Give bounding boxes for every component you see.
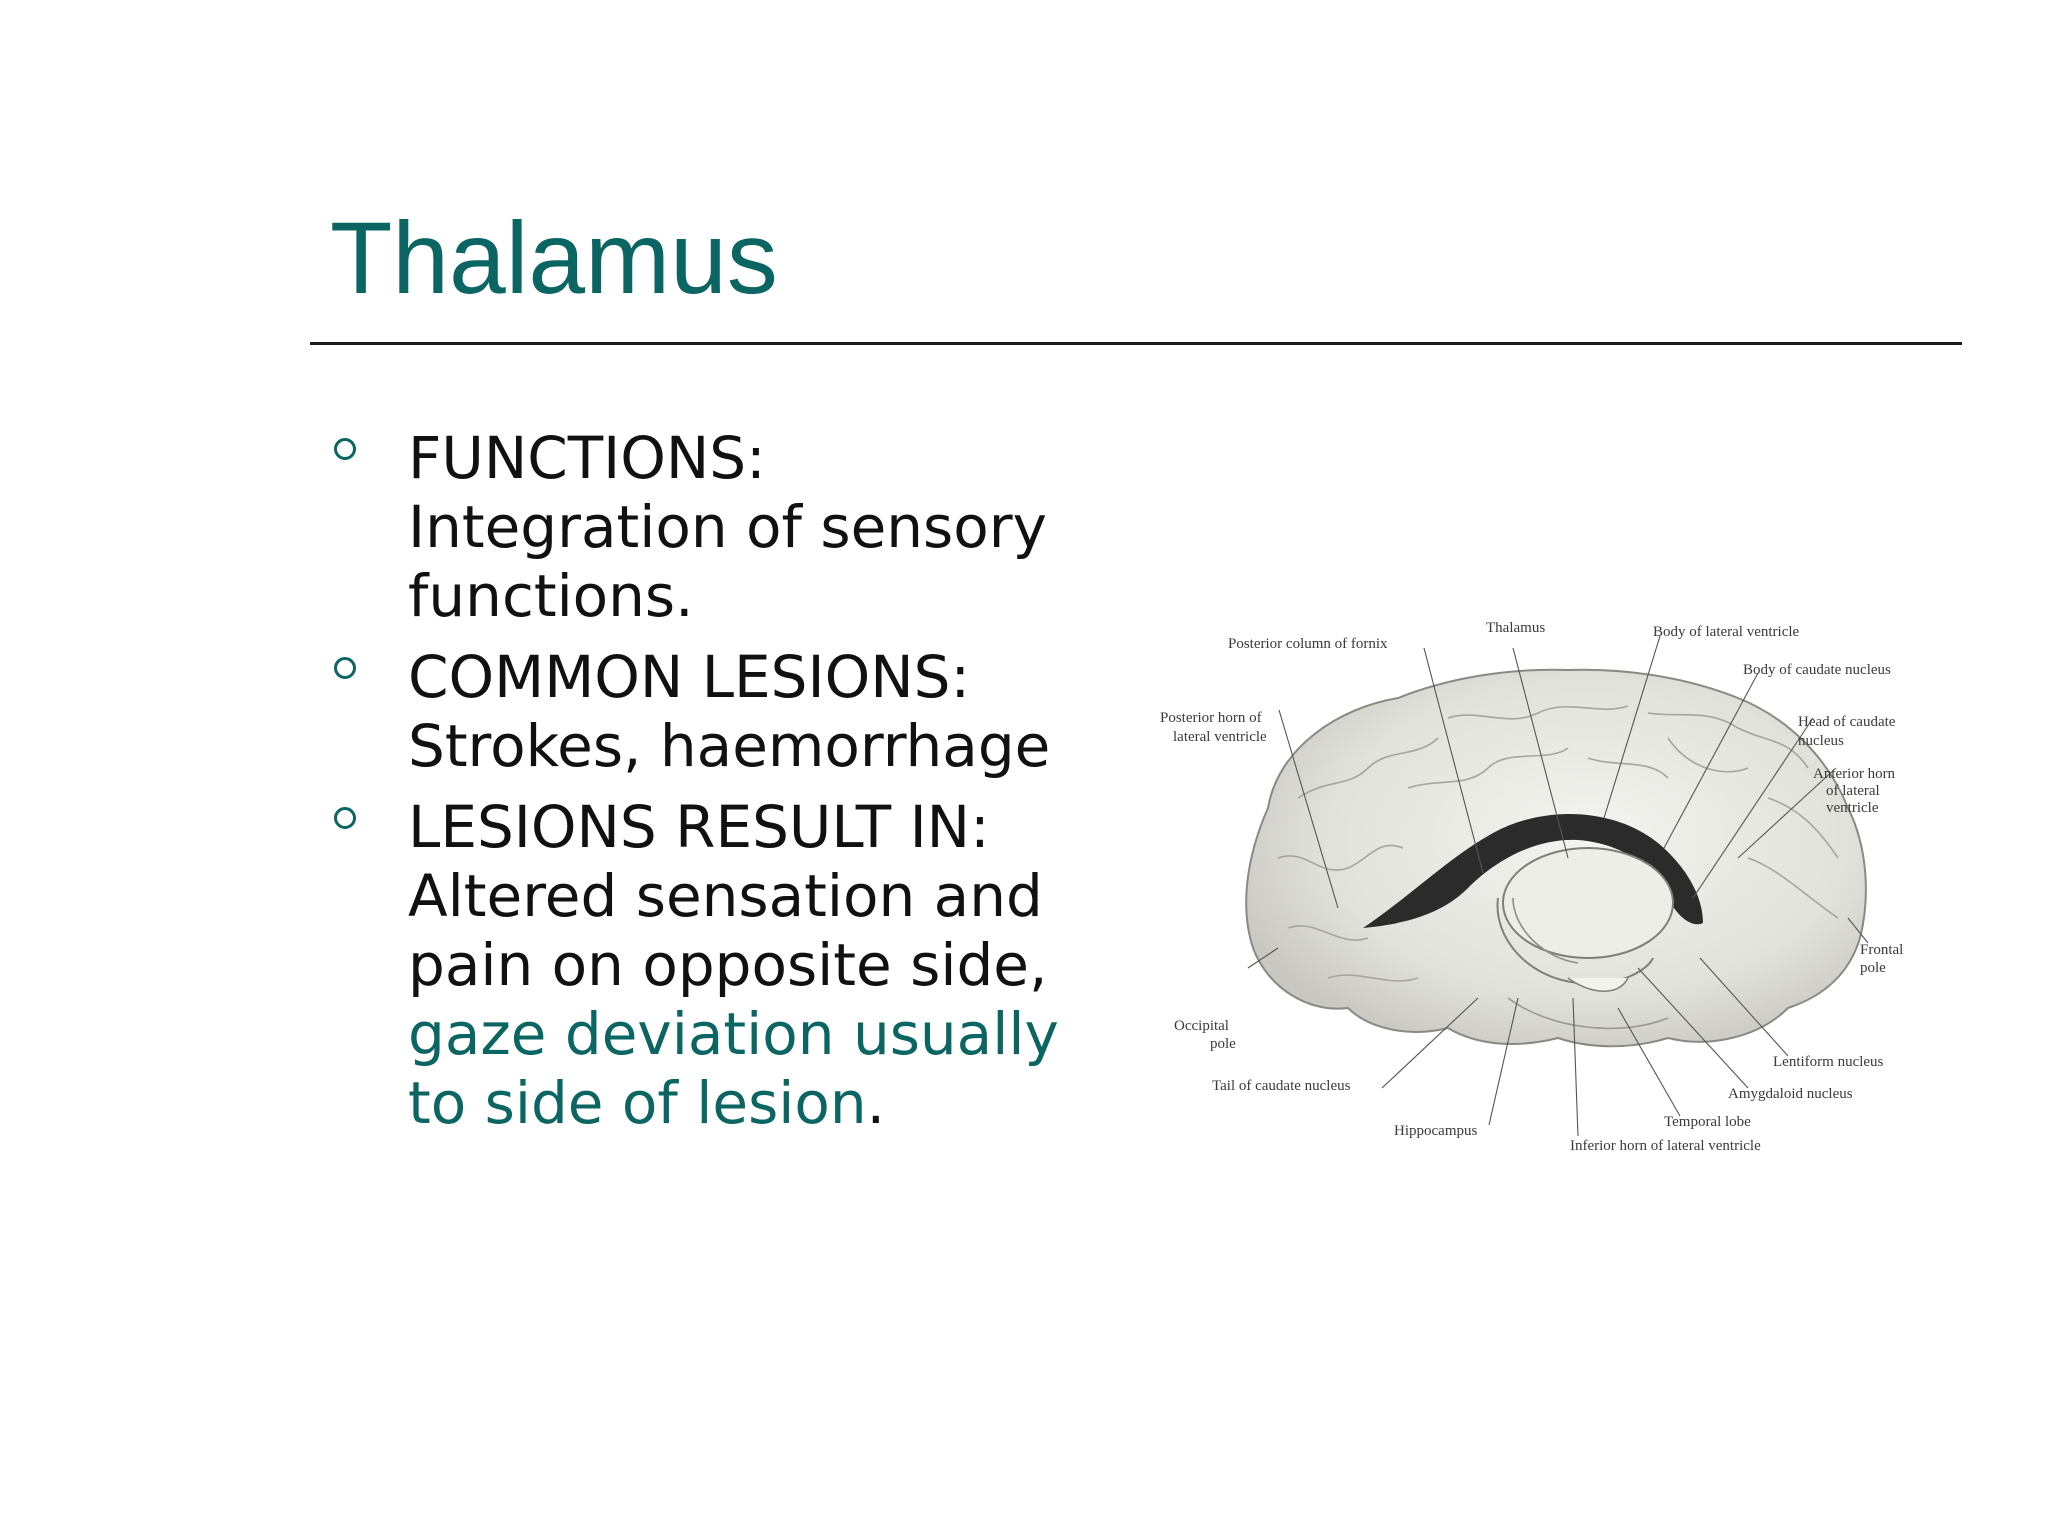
- bullet-text: Altered sensation and: [408, 862, 1043, 930]
- label-frontal-pole: Frontal: [1860, 942, 1903, 958]
- bullet-text: Integration of sensory: [408, 493, 1047, 561]
- label-frontal-pole: pole: [1860, 960, 1886, 976]
- bullet-common-lesions: COMMON LESIONS: Strokes, haemorrhage: [330, 643, 1090, 781]
- brain-illustration: Thalamus Posterior column of fornix Body…: [1160, 620, 1903, 1154]
- label-anterior-horn: ventricle: [1826, 800, 1879, 816]
- label-posterior-horn: Posterior horn of: [1160, 710, 1262, 726]
- label-head-caudate: nucleus: [1798, 733, 1844, 749]
- thalamus-shape: [1502, 847, 1674, 959]
- bullet-text: functions.: [408, 562, 694, 630]
- bullet-heading: LESIONS RESULT IN:: [408, 793, 990, 861]
- slide-title: Thalamus: [330, 201, 778, 315]
- bullet-lesions-result: LESIONS RESULT IN: Altered sensation and…: [330, 793, 1090, 1138]
- bullet-heading: FUNCTIONS:: [408, 424, 766, 492]
- label-thalamus: Thalamus: [1486, 620, 1545, 636]
- label-posterior-column-fornix: Posterior column of fornix: [1228, 636, 1388, 652]
- label-tail-caudate-nucleus: Tail of caudate nucleus: [1212, 1078, 1351, 1094]
- brain-gyri: [1277, 705, 1839, 982]
- circle-bullet-icon: [334, 657, 356, 679]
- label-amygdaloid-nucleus: Amygdaloid nucleus: [1728, 1086, 1853, 1102]
- label-temporal-lobe: Temporal lobe: [1664, 1114, 1751, 1130]
- bullet-functions: FUNCTIONS: Integration of sensory functi…: [330, 424, 1090, 631]
- bullet-heading: COMMON LESIONS:: [408, 643, 970, 711]
- circle-bullet-icon: [334, 807, 356, 829]
- bullet-text: pain on opposite side,: [408, 931, 1048, 999]
- label-head-caudate: Head of caudate: [1798, 714, 1896, 730]
- bullet-text: Strokes, haemorrhage: [408, 712, 1051, 780]
- label-anterior-horn: Anterior horn: [1813, 766, 1896, 782]
- label-lentiform-nucleus: Lentiform nucleus: [1773, 1054, 1884, 1070]
- label-occipital-pole: Occipital: [1174, 1018, 1229, 1034]
- label-posterior-horn: lateral ventricle: [1173, 729, 1267, 745]
- amygdala-shape: [1567, 977, 1629, 992]
- label-inferior-horn: Inferior horn of lateral ventricle: [1570, 1138, 1761, 1154]
- bullet-highlight-text: to side of lesion: [408, 1069, 867, 1137]
- label-occipital-pole: pole: [1210, 1036, 1236, 1052]
- circle-bullet-icon: [334, 438, 356, 460]
- bullet-highlight-text: gaze deviation usually: [408, 1000, 1059, 1068]
- title-divider: [310, 342, 1962, 345]
- label-body-lateral-ventricle: Body of lateral ventricle: [1653, 624, 1800, 640]
- label-body-caudate-nucleus: Body of caudate nucleus: [1743, 662, 1891, 678]
- label-anterior-horn: of lateral: [1826, 783, 1880, 799]
- brain-ventricle-diagram: Thalamus Posterior column of fornix Body…: [1148, 598, 1960, 1158]
- lateral-ventricle: [1363, 813, 1703, 928]
- bullet-period: .: [866, 1069, 886, 1137]
- label-hippocampus: Hippocampus: [1394, 1123, 1477, 1139]
- leader-lines: [1247, 635, 1869, 1137]
- bullet-list: FUNCTIONS: Integration of sensory functi…: [330, 424, 1090, 1150]
